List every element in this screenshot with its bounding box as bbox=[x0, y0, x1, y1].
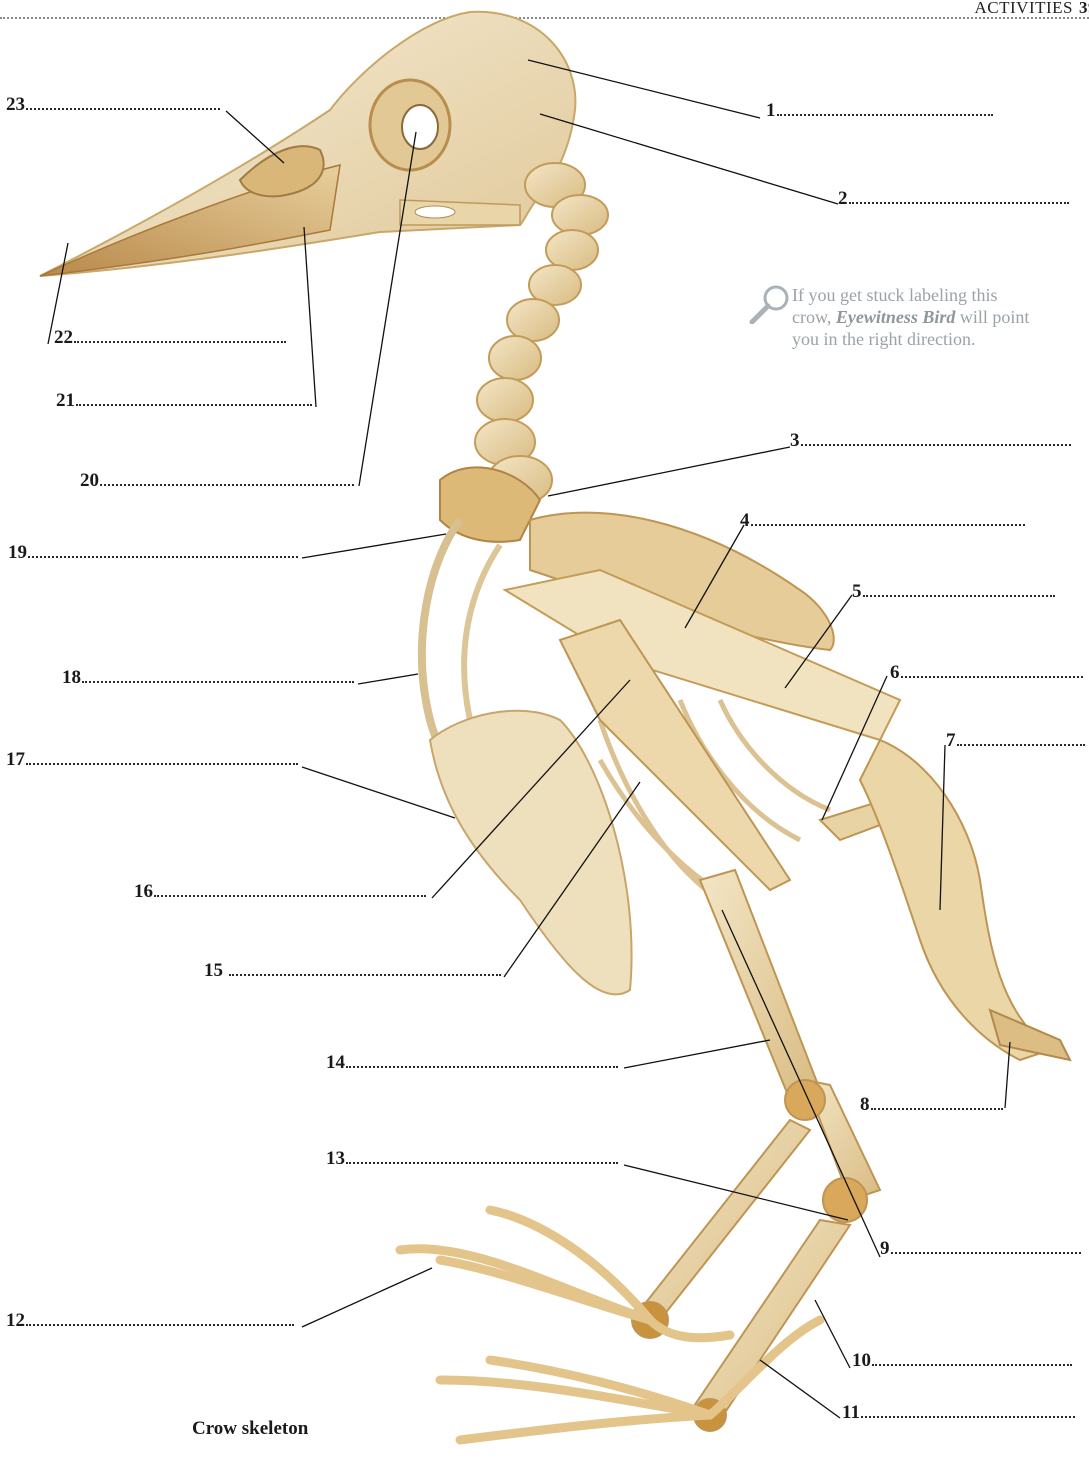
label-23: 23 bbox=[6, 94, 220, 116]
answer-line-20[interactable] bbox=[100, 483, 354, 486]
label-15: 15 bbox=[204, 960, 501, 982]
figure-caption: Crow skeleton bbox=[192, 1418, 308, 1440]
label-9: 9 bbox=[880, 1238, 1081, 1260]
label-6: 6 bbox=[890, 662, 1083, 684]
label-16: 16 bbox=[134, 881, 426, 903]
label-12: 12 bbox=[6, 1310, 294, 1332]
answer-line-12[interactable] bbox=[26, 1323, 294, 1326]
label-7: 7 bbox=[946, 730, 1085, 752]
answer-line-14[interactable] bbox=[346, 1065, 618, 1068]
answer-line-7[interactable] bbox=[957, 743, 1085, 746]
label-2: 2 bbox=[838, 188, 1069, 210]
label-17: 17 bbox=[6, 749, 298, 771]
answer-line-4[interactable] bbox=[751, 523, 1025, 526]
label-3: 3 bbox=[790, 430, 1071, 452]
label-18: 18 bbox=[62, 667, 354, 689]
answer-line-6[interactable] bbox=[901, 675, 1083, 678]
leg bbox=[632, 870, 880, 1431]
label-5: 5 bbox=[852, 581, 1055, 603]
answer-line-19[interactable] bbox=[28, 555, 298, 558]
skull bbox=[40, 12, 575, 276]
answer-line-16[interactable] bbox=[154, 894, 426, 897]
hint-text: If you get stuck labeling this crow, Eye… bbox=[792, 284, 1089, 350]
answer-line-11[interactable] bbox=[861, 1415, 1075, 1418]
label-21: 21 bbox=[56, 390, 312, 412]
label-13: 13 bbox=[326, 1148, 618, 1170]
answer-line-3[interactable] bbox=[801, 443, 1071, 446]
answer-line-23[interactable] bbox=[26, 107, 220, 110]
answer-line-2[interactable] bbox=[849, 201, 1069, 204]
answer-line-10[interactable] bbox=[872, 1363, 1072, 1366]
magnifier-icon bbox=[748, 284, 792, 324]
answer-line-22[interactable] bbox=[74, 340, 286, 343]
answer-line-13[interactable] bbox=[346, 1161, 618, 1164]
label-11: 11 bbox=[842, 1402, 1075, 1424]
label-14: 14 bbox=[326, 1052, 618, 1074]
answer-line-1[interactable] bbox=[777, 113, 993, 116]
label-22: 22 bbox=[54, 327, 286, 349]
label-20: 20 bbox=[80, 470, 354, 492]
answer-line-21[interactable] bbox=[76, 403, 312, 406]
answer-line-8[interactable] bbox=[871, 1107, 1003, 1110]
answer-line-17[interactable] bbox=[26, 762, 298, 765]
label-10: 10 bbox=[852, 1350, 1072, 1372]
answer-line-15[interactable] bbox=[229, 973, 501, 976]
answer-line-18[interactable] bbox=[82, 680, 354, 683]
label-1: 1 bbox=[766, 100, 993, 122]
label-19: 19 bbox=[8, 542, 298, 564]
book-title[interactable]: Eyewitness Bird bbox=[836, 307, 956, 327]
label-8: 8 bbox=[860, 1094, 1003, 1116]
answer-line-5[interactable] bbox=[863, 594, 1055, 597]
answer-line-9[interactable] bbox=[891, 1251, 1081, 1254]
label-4: 4 bbox=[740, 510, 1025, 532]
